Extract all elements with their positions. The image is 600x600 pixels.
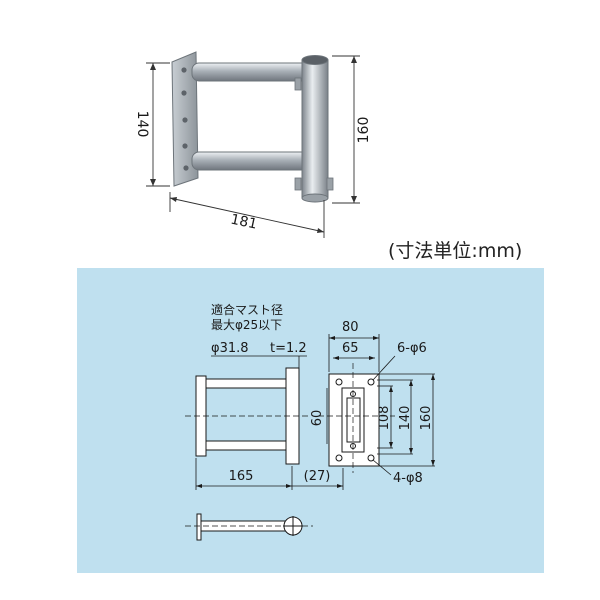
dim-60-label: 60	[310, 410, 325, 427]
front-view	[195, 367, 300, 465]
dim-65-label: 65	[342, 341, 359, 356]
holes-bottom-label: 4-φ8	[393, 471, 423, 486]
mast-pipe	[294, 55, 334, 203]
technical-drawing: 適合マスト径 最大φ25以下 φ31.8 t=1.2 80 65 6-φ6 60…	[185, 302, 435, 541]
lower-arm	[191, 151, 313, 171]
top-view	[196, 513, 303, 541]
dim-80-label: 80	[342, 320, 359, 335]
technical-drawing-panel: 適合マスト径 最大φ25以下 φ31.8 t=1.2 80 65 6-φ6 60…	[77, 268, 544, 573]
pipe-spec-label: φ31.8	[211, 341, 249, 356]
drawing-arrowheads	[196, 336, 435, 488]
wall-plate	[171, 51, 199, 187]
upper-arm	[191, 62, 313, 82]
dim-160-label: 160	[419, 406, 434, 431]
mast-note-line2: 最大φ25以下	[211, 318, 282, 332]
dim-165-label: 165	[229, 469, 254, 484]
dim-27-label: (27)	[304, 469, 331, 484]
dim-140-label: 140	[398, 406, 413, 431]
photo-dim-140: 140	[134, 111, 150, 138]
dim-108-label: 108	[377, 406, 392, 431]
photo-dimension-lines	[146, 55, 360, 238]
drawing-dimension-lines	[195, 334, 435, 490]
units-note: (寸法単位:mm)	[388, 240, 523, 262]
holes-top-label: 6-φ6	[397, 341, 427, 356]
thickness-label: t=1.2	[270, 341, 307, 356]
photo-dim-160: 160	[356, 117, 372, 144]
mast-note-line1: 適合マスト径	[211, 302, 283, 317]
side-view-plate	[328, 373, 380, 467]
product-photo: 140 160 181	[134, 51, 372, 238]
photo-dim-181: 181	[229, 211, 258, 232]
